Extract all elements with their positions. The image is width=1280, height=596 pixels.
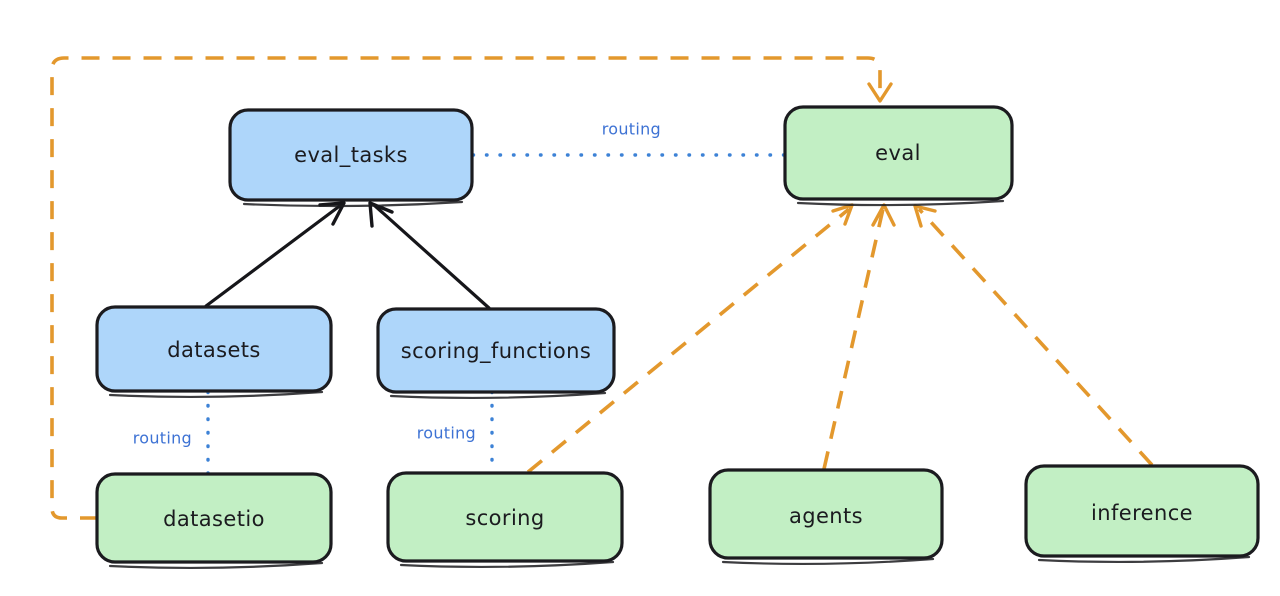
node-datasetio-label: datasetio xyxy=(163,507,265,531)
node-datasets[interactable]: datasets xyxy=(95,305,333,399)
node-inference-shape xyxy=(1024,464,1260,558)
node-layer: eval_tasks eval datasets scoring_functio… xyxy=(95,105,1260,570)
node-inference[interactable]: inference xyxy=(1024,464,1260,564)
node-datasetio-shape xyxy=(95,472,333,564)
node-agents-label: agents xyxy=(789,504,863,528)
edge-label-routing-middle: routing xyxy=(417,424,476,443)
edge-agents-to-eval xyxy=(822,203,896,470)
edge-label-layer: routing routing routing xyxy=(133,120,661,448)
node-agents[interactable]: agents xyxy=(708,468,944,566)
node-scoring_functions-shape xyxy=(376,307,616,394)
edge-scoring_functions-to-eval_tasks xyxy=(368,201,491,310)
edge-layer xyxy=(50,56,1154,520)
node-scoring[interactable]: scoring xyxy=(386,471,624,569)
node-scoring-shape xyxy=(386,471,624,563)
node-agents-shape xyxy=(708,468,944,560)
edge-datasetio-to-eval xyxy=(50,56,893,520)
edge-label-routing-top: routing xyxy=(602,120,661,139)
edge-label-routing-left: routing xyxy=(133,429,192,448)
node-scoring-label: scoring xyxy=(465,506,544,530)
node-eval[interactable]: eval xyxy=(783,105,1014,207)
node-eval-label: eval xyxy=(875,141,921,165)
node-datasets-label: datasets xyxy=(167,338,261,362)
node-eval-shape xyxy=(783,105,1014,201)
node-eval_tasks-shape xyxy=(228,108,474,202)
node-inference-label: inference xyxy=(1091,501,1193,525)
node-scoring_functions-label: scoring_functions xyxy=(401,339,591,364)
node-datasetio[interactable]: datasetio xyxy=(95,472,333,570)
node-datasets-shape xyxy=(95,305,333,393)
node-scoring_functions[interactable]: scoring_functions xyxy=(376,307,616,400)
node-eval_tasks-label: eval_tasks xyxy=(294,143,408,168)
node-eval_tasks[interactable]: eval_tasks xyxy=(228,108,474,208)
edge-inference-to-eval xyxy=(913,204,1154,467)
edge-datasets-to-eval_tasks xyxy=(204,201,346,308)
